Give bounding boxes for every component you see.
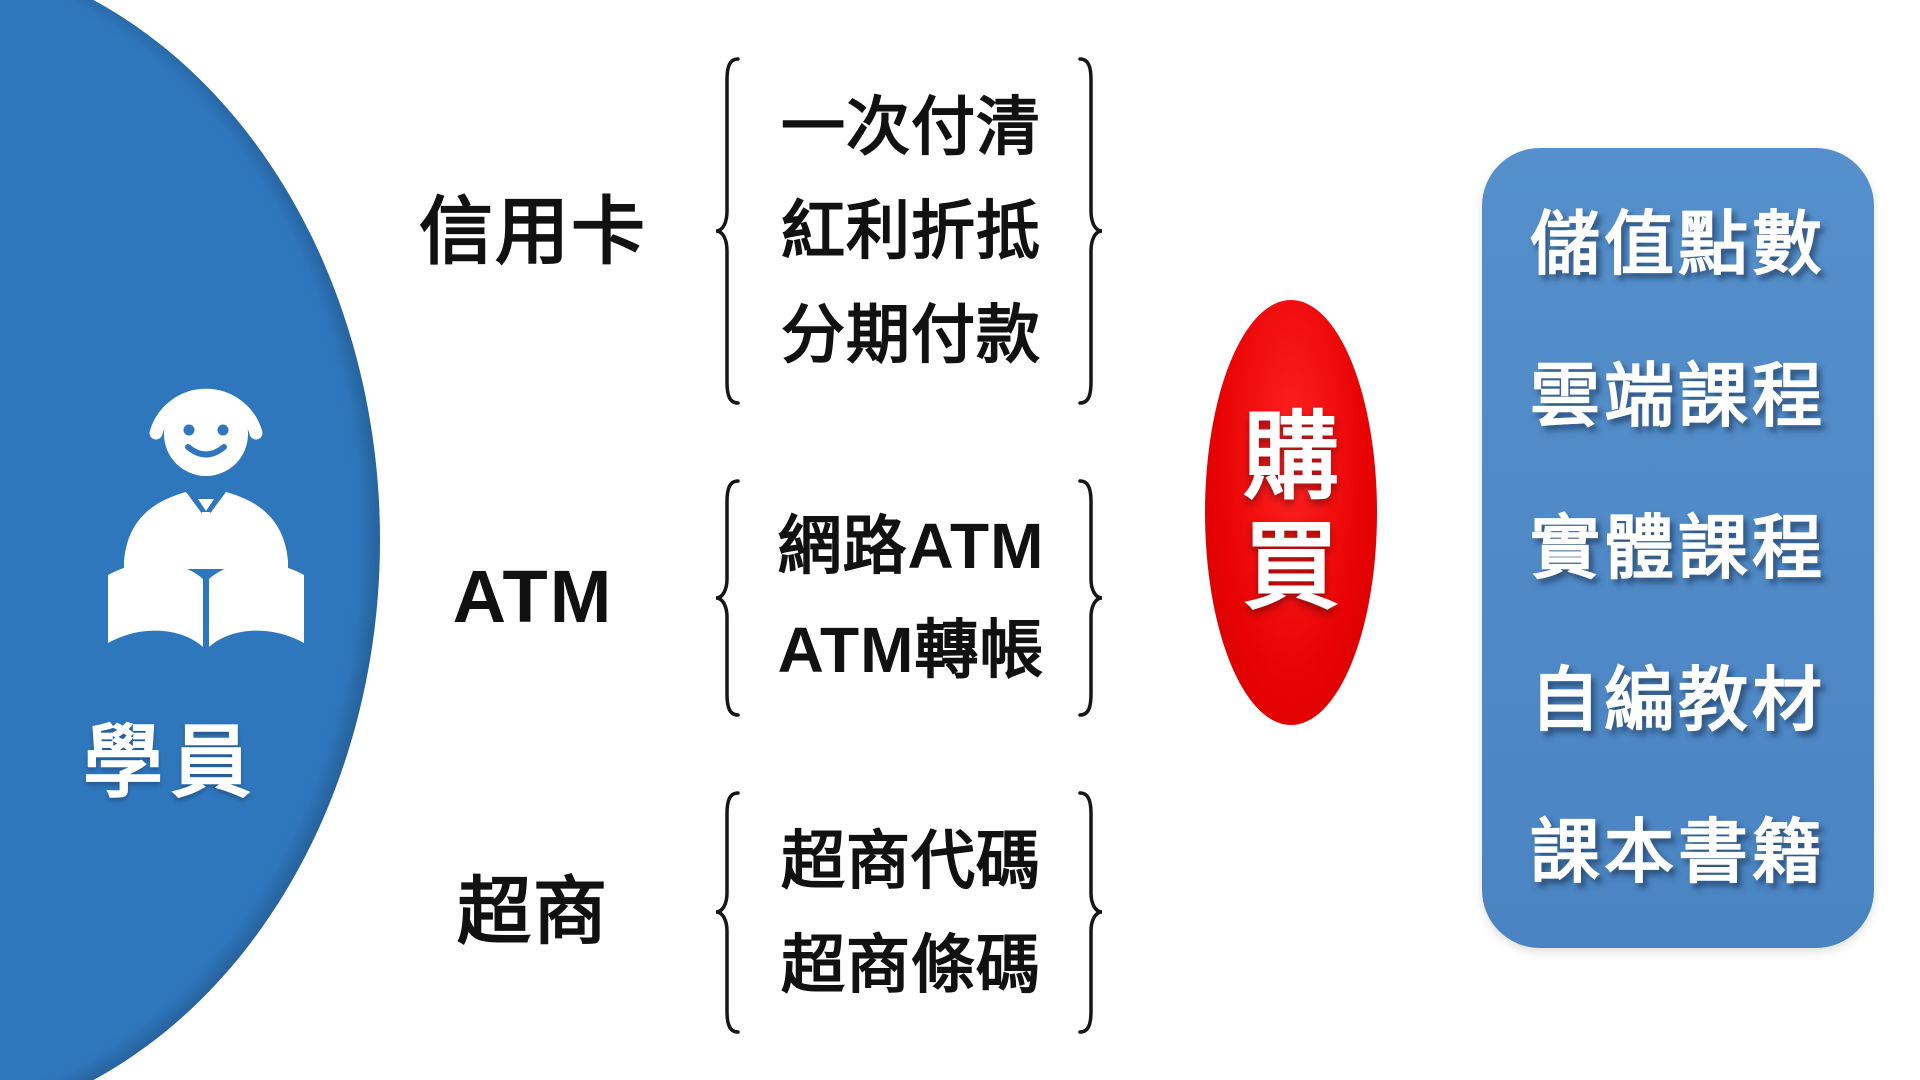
convenience-store-options: 超商代碼 超商條碼 [746, 790, 1076, 1035]
option-atm-transfer: ATM轉帳 [777, 614, 1045, 686]
product-stored-points: 儲值點數 [1530, 205, 1826, 283]
left-brace-icon [715, 479, 740, 717]
method-label-convenience-store: 超商 [457, 870, 609, 953]
product-physical-courses: 實體課程 [1530, 509, 1826, 587]
credit-card-options: 一次付清 紅利折抵 分期付款 [746, 56, 1076, 406]
option-bonus-points: 紅利折抵 [781, 195, 1041, 267]
left-brace-icon [715, 791, 740, 1034]
purchase-char-2: 買 [1243, 513, 1339, 621]
left-brace-icon [715, 57, 740, 405]
option-cvs-code: 超商代碼 [781, 824, 1041, 897]
purchase-char-1: 購 [1243, 403, 1339, 511]
option-web-atm: 網路ATM [777, 510, 1045, 582]
right-brace-icon [1078, 479, 1103, 717]
purchase-badge: 購 買 [1205, 300, 1377, 725]
right-brace-icon [1078, 57, 1103, 405]
option-pay-in-full: 一次付清 [781, 91, 1041, 163]
products-panel: 儲值點數 雲端課程 實體課程 自編教材 課本書籍 [1482, 148, 1874, 948]
method-label-credit-card: 信用卡 [419, 190, 647, 273]
atm-options: 網路ATM ATM轉帳 [746, 478, 1076, 718]
option-cvs-barcode: 超商條碼 [781, 928, 1041, 1001]
right-brace-icon [1078, 791, 1103, 1034]
product-custom-materials: 自編教材 [1530, 661, 1826, 739]
student-reading-icon [108, 388, 304, 647]
product-textbooks: 課本書籍 [1530, 813, 1826, 891]
option-installments: 分期付款 [781, 299, 1041, 371]
product-cloud-courses: 雲端課程 [1530, 357, 1826, 435]
method-label-atm: ATM [452, 555, 614, 638]
student-label: 學員 [83, 718, 259, 807]
